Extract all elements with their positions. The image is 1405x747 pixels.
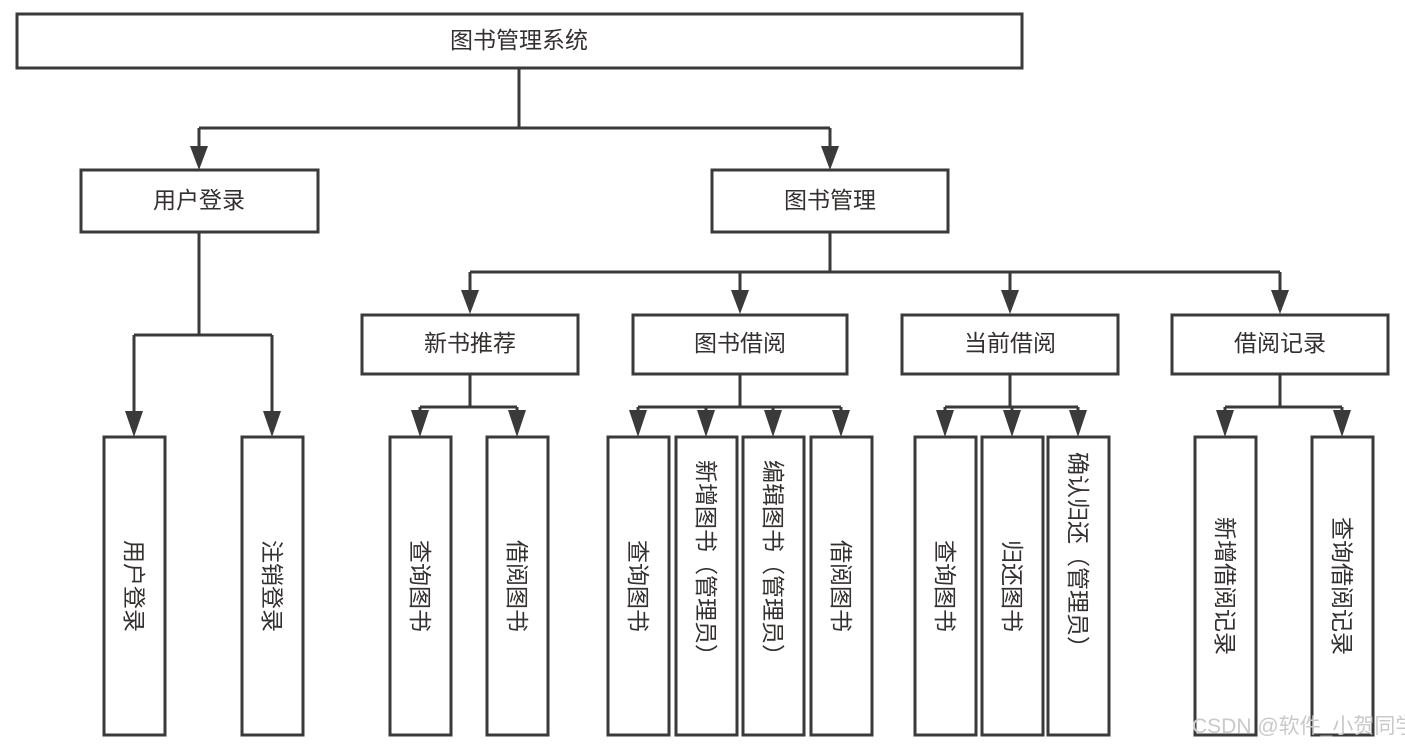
node-current-borrow[interactable]: 当前借阅 xyxy=(900,313,1120,376)
node-user-login-box[interactable] xyxy=(79,168,320,234)
node-root[interactable]: 图书管理系统 xyxy=(15,12,1024,70)
node-leaf-query-book-3-box[interactable] xyxy=(913,435,978,737)
arrow-leaf-add-book xyxy=(697,410,715,437)
node-leaf-logout-label: 注销登录 xyxy=(259,540,285,632)
node-leaf-user-login-label: 用户登录 xyxy=(121,540,147,632)
node-leaf-query-book-1-label: 查询图书 xyxy=(407,540,433,632)
node-leaf-query-book-1[interactable]: 查询图书 xyxy=(388,435,453,737)
node-leaf-logout-box[interactable] xyxy=(240,435,305,737)
connector-group xyxy=(125,68,1351,437)
node-leaf-borrow-book-2-label: 借阅图书 xyxy=(828,540,854,632)
node-leaf-add-book-box[interactable] xyxy=(674,435,739,737)
node-leaf-confirm-return-box[interactable] xyxy=(1046,435,1111,737)
node-leaf-return-book-label: 归还图书 xyxy=(999,540,1025,632)
arrow-leaf-add-record xyxy=(1216,410,1234,437)
node-root-label: 图书管理系统 xyxy=(450,27,588,53)
node-leaf-query-book-2-label: 查询图书 xyxy=(625,540,651,632)
node-leaf-query-record-label: 查询借阅记录 xyxy=(1329,517,1355,655)
node-book-borrow-label: 图书借阅 xyxy=(694,330,786,356)
arrow-to-current-borrow xyxy=(1001,290,1019,314)
node-leaf-add-book[interactable]: 新增图书（管理员） xyxy=(674,435,739,737)
node-book-mgmt-label: 图书管理 xyxy=(784,187,876,213)
node-leaf-query-record-box[interactable] xyxy=(1310,435,1375,737)
arrow-leaf-borrow-book-1 xyxy=(508,410,526,437)
node-book-borrow[interactable]: 图书借阅 xyxy=(631,313,849,376)
node-new-book-rec[interactable]: 新书推荐 xyxy=(360,313,580,376)
arrow-leaf-query-book-2 xyxy=(629,410,647,437)
node-leaf-edit-book-label: 编辑图书（管理员） xyxy=(760,460,786,667)
arrow-leaf-edit-book xyxy=(764,410,782,437)
node-leaf-confirm-return-label: 确认归还（管理员） xyxy=(1065,452,1091,659)
node-leaf-edit-book-box[interactable] xyxy=(741,435,806,737)
node-leaf-query-book-3[interactable]: 查询图书 xyxy=(913,435,978,737)
node-leaf-edit-book[interactable]: 编辑图书（管理员） xyxy=(741,435,806,737)
arrow-leaf-query-book-3 xyxy=(936,410,954,437)
node-leaf-query-book-3-label: 查询图书 xyxy=(932,540,958,632)
node-book-mgmt[interactable]: 图书管理 xyxy=(710,168,950,234)
arrow-to-borrow-record xyxy=(1271,290,1289,314)
node-leaf-logout[interactable]: 注销登录 xyxy=(240,435,305,737)
node-new-book-rec-label: 新书推荐 xyxy=(424,330,516,356)
arrow-leaf-query-record xyxy=(1333,410,1351,437)
node-leaf-return-book[interactable]: 归还图书 xyxy=(980,435,1045,737)
node-new-book-rec-box[interactable] xyxy=(360,313,580,376)
arrow-to-book-borrow xyxy=(731,290,749,314)
node-leaf-borrow-book-1-box[interactable] xyxy=(485,435,550,737)
node-borrow-record-box[interactable] xyxy=(1170,313,1390,376)
node-leaf-query-record[interactable]: 查询借阅记录 xyxy=(1310,435,1375,737)
arrow-to-user-login xyxy=(190,146,208,170)
arrow-leaf-borrow-book-2 xyxy=(832,410,850,437)
arrow-to-new-book-rec xyxy=(461,290,479,314)
arrow-to-book-mgmt xyxy=(821,146,839,170)
node-leaf-query-book-1-box[interactable] xyxy=(388,435,453,737)
node-leaf-query-book-2[interactable]: 查询图书 xyxy=(606,435,671,737)
node-leaf-borrow-book-1-label: 借阅图书 xyxy=(504,540,530,632)
node-leaf-borrow-book-2[interactable]: 借阅图书 xyxy=(809,435,874,737)
node-leaf-confirm-return[interactable]: 确认归还（管理员） xyxy=(1046,435,1111,737)
watermark-label: CSDN @软件_小贺同学 xyxy=(1192,715,1405,738)
node-leaf-query-book-2-box[interactable] xyxy=(606,435,671,737)
node-leaf-user-login[interactable]: 用户登录 xyxy=(102,435,167,737)
node-leaf-add-record-label: 新增借阅记录 xyxy=(1212,517,1238,655)
arrow-leaf-user-login xyxy=(125,411,143,437)
arrow-leaf-query-book-1 xyxy=(411,410,429,437)
arrow-leaf-logout xyxy=(263,411,281,437)
node-leaf-add-record-box[interactable] xyxy=(1193,435,1258,737)
arrow-leaf-return-book xyxy=(1003,410,1021,437)
node-leaf-add-book-label: 新增图书（管理员） xyxy=(693,460,719,667)
node-current-borrow-box[interactable] xyxy=(900,313,1120,376)
node-leaf-return-book-box[interactable] xyxy=(980,435,1045,737)
node-user-login[interactable]: 用户登录 xyxy=(79,168,320,234)
node-leaf-user-login-box[interactable] xyxy=(102,435,167,737)
node-root-box[interactable] xyxy=(15,12,1024,70)
node-leaf-borrow-book-2-box[interactable] xyxy=(809,435,874,737)
node-current-borrow-label: 当前借阅 xyxy=(964,330,1056,356)
node-book-mgmt-box[interactable] xyxy=(710,168,950,234)
node-user-login-label: 用户登录 xyxy=(153,187,245,213)
node-leaf-borrow-book-1[interactable]: 借阅图书 xyxy=(485,435,550,737)
node-leaf-add-record[interactable]: 新增借阅记录 xyxy=(1193,435,1258,737)
node-book-borrow-box[interactable] xyxy=(631,313,849,376)
node-borrow-record-label: 借阅记录 xyxy=(1234,330,1326,356)
node-borrow-record[interactable]: 借阅记录 xyxy=(1170,313,1390,376)
arrow-leaf-confirm-return xyxy=(1069,410,1087,437)
